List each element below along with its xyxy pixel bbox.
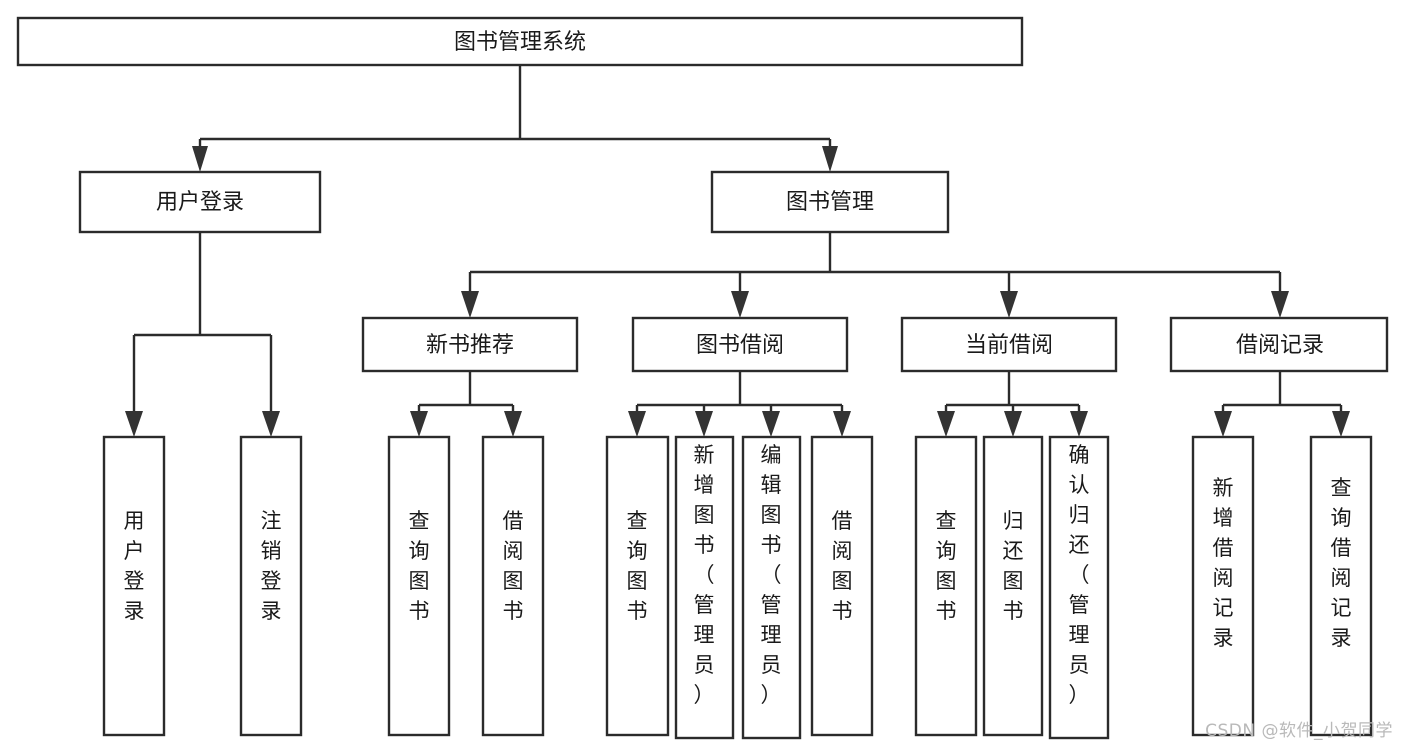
node-leaf-add-record-label: 新增借阅记录 — [1213, 476, 1234, 650]
node-leaf-borrow-book-1-label: 借阅图书 — [503, 509, 524, 623]
node-borrow-record-label: 借阅记录 — [1236, 333, 1324, 358]
node-new-book-rec-label: 新书推荐 — [426, 333, 514, 358]
arrow-to-borrow-record — [1271, 291, 1289, 318]
arrow-to-leaf-logout — [262, 411, 280, 437]
node-leaf-add-record[interactable]: 新增借阅记录 — [1191, 435, 1255, 737]
node-leaf-add-book-label: 新增图书（管理员） — [694, 443, 715, 707]
node-leaf-edit-book-box[interactable] — [741, 435, 802, 740]
node-leaf-borrow-book-2-box[interactable] — [810, 435, 874, 737]
node-leaf-query-book-3-label: 查询图书 — [936, 509, 957, 623]
arrow-to-leaf-borrow-book-2 — [833, 411, 851, 437]
node-leaf-confirm-return-label: 确认归还（管理员） — [1069, 443, 1090, 707]
node-user-login-box[interactable] — [78, 170, 322, 234]
node-borrow-record[interactable]: 借阅记录 — [1169, 316, 1389, 373]
node-leaf-query-record[interactable]: 查询借阅记录 — [1309, 435, 1373, 737]
arrow-to-leaf-user-login — [125, 411, 143, 437]
arrow-to-book-manage — [822, 146, 838, 172]
arrow-to-user-login — [192, 146, 208, 172]
node-leaf-query-book-2[interactable]: 查询图书 — [605, 435, 670, 737]
node-leaf-user-login[interactable]: 用户登录 — [102, 435, 166, 737]
node-leaf-borrow-book-2[interactable]: 借阅图书 — [810, 435, 874, 737]
arrow-to-new-book-rec — [461, 291, 479, 318]
node-leaf-logout-label: 注销登录 — [261, 509, 282, 623]
node-leaf-borrow-book-2-label: 借阅图书 — [832, 509, 853, 623]
node-book-borrow-box[interactable] — [631, 316, 849, 373]
node-root-label: 图书管理系统 — [454, 30, 586, 55]
node-current-borrow-box[interactable] — [900, 316, 1118, 373]
node-leaf-return-book-label: 归还图书 — [1003, 509, 1024, 623]
arrow-to-leaf-borrow-book-1 — [504, 411, 522, 437]
arrow-to-leaf-edit-book — [762, 411, 780, 437]
node-root[interactable]: 图书管理系统 — [16, 16, 1024, 67]
node-leaf-query-book-2-label: 查询图书 — [627, 509, 648, 623]
arrow-to-book-borrow — [731, 291, 749, 318]
node-leaf-query-record-label: 查询借阅记录 — [1331, 476, 1352, 650]
node-leaf-logout[interactable]: 注销登录 — [239, 435, 303, 737]
node-leaf-query-book-1[interactable]: 查询图书 — [387, 435, 451, 737]
arrow-to-leaf-query-book-1 — [410, 411, 428, 437]
node-new-book-rec[interactable]: 新书推荐 — [361, 316, 579, 373]
node-current-borrow-label: 当前借阅 — [965, 333, 1053, 358]
arrow-to-current-borrow — [1000, 291, 1018, 318]
node-book-manage-box[interactable] — [710, 170, 950, 234]
node-book-borrow-label: 图书借阅 — [696, 333, 784, 358]
node-current-borrow[interactable]: 当前借阅 — [900, 316, 1118, 373]
node-leaf-borrow-book-1[interactable]: 借阅图书 — [481, 435, 545, 737]
arrow-to-leaf-query-book-3 — [937, 411, 955, 437]
node-new-book-rec-box[interactable] — [361, 316, 579, 373]
node-leaf-edit-book-label: 编辑图书（管理员） — [761, 443, 782, 707]
arrow-to-leaf-add-book — [695, 411, 713, 437]
node-leaf-query-book-3[interactable]: 查询图书 — [914, 435, 978, 737]
node-leaf-return-book[interactable]: 归还图书 — [982, 435, 1044, 737]
node-leaf-query-book-1-label: 查询图书 — [409, 509, 430, 623]
node-leaf-borrow-book-1-box[interactable] — [481, 435, 545, 737]
node-user-login[interactable]: 用户登录 — [78, 170, 322, 234]
node-book-manage-label: 图书管理 — [786, 190, 874, 215]
node-leaf-query-book-1-box[interactable] — [387, 435, 451, 737]
node-leaf-user-login-box[interactable] — [102, 435, 166, 737]
node-leaf-return-book-box[interactable] — [982, 435, 1044, 737]
node-leaf-user-login-label: 用户登录 — [124, 509, 145, 623]
arrow-to-leaf-add-record — [1214, 411, 1232, 437]
node-leaf-query-book-2-box[interactable] — [605, 435, 670, 737]
node-leaf-query-book-3-box[interactable] — [914, 435, 978, 737]
node-leaf-logout-box[interactable] — [239, 435, 303, 737]
node-user-login-label: 用户登录 — [156, 190, 244, 215]
arrow-to-leaf-query-record — [1332, 411, 1350, 437]
arrow-to-leaf-return-book — [1004, 411, 1022, 437]
node-book-manage[interactable]: 图书管理 — [710, 170, 950, 234]
node-root-box[interactable] — [16, 16, 1024, 67]
node-leaf-add-book[interactable]: 新增图书（管理员） — [674, 435, 735, 740]
node-leaf-query-record-box[interactable] — [1309, 435, 1373, 737]
node-leaf-add-book-box[interactable] — [674, 435, 735, 740]
node-leaf-confirm-return-box[interactable] — [1048, 435, 1110, 740]
node-book-borrow[interactable]: 图书借阅 — [631, 316, 849, 373]
arrow-to-leaf-query-book-2 — [628, 411, 646, 437]
node-leaf-add-record-box[interactable] — [1191, 435, 1255, 737]
arrow-to-leaf-confirm-return — [1070, 411, 1088, 437]
node-borrow-record-box[interactable] — [1169, 316, 1389, 373]
node-leaf-confirm-return[interactable]: 确认归还（管理员） — [1048, 435, 1110, 740]
connector-layer — [125, 65, 1350, 437]
node-leaf-edit-book[interactable]: 编辑图书（管理员） — [741, 435, 802, 740]
